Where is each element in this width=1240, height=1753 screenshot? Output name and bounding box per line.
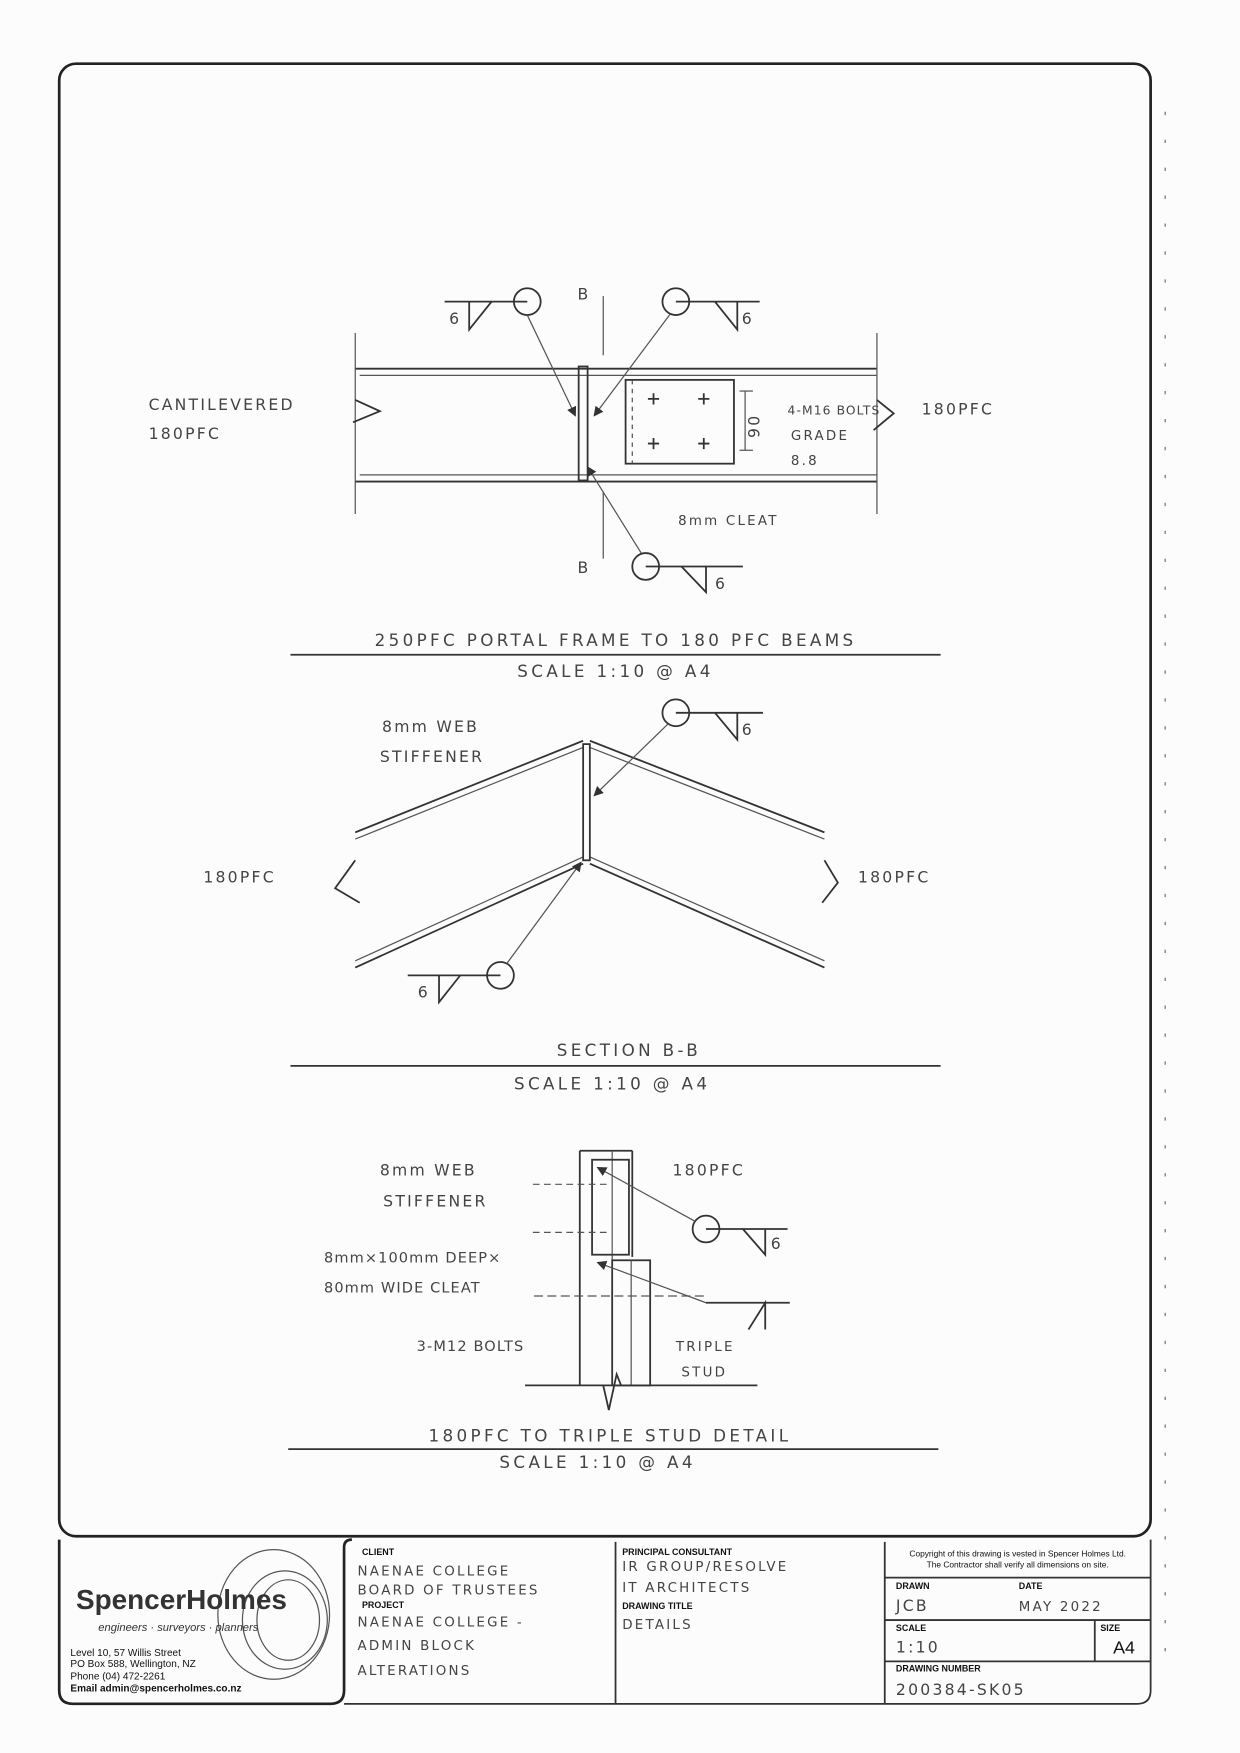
date-label: DATE	[1019, 1581, 1043, 1591]
label-cleat-size: 8mm×100mm DEEP×	[324, 1251, 501, 1267]
weld-size: 6	[449, 309, 461, 328]
detail-triple-stud: 6 8mm WEB STIFFENER 8mm×100mm DEEP× 80mm…	[288, 1149, 939, 1472]
break-line-icon	[602, 1371, 622, 1411]
weld-size: 6	[742, 309, 754, 328]
section-mark-top: B	[578, 284, 591, 303]
date-value: MAY 2022	[1019, 1600, 1103, 1615]
scale-label: SCALE	[896, 1623, 926, 1633]
label-180pfc-left: 180PFC	[149, 424, 222, 443]
break-line-icon	[333, 859, 361, 904]
size-label: SIZE	[1100, 1623, 1120, 1633]
section-mark-bottom: B	[578, 558, 591, 577]
client-label: CLIENT	[362, 1547, 395, 1557]
drawing-number: 200384-SK05	[896, 1680, 1026, 1699]
label-web-stiffener: 8mm WEB	[380, 1160, 477, 1179]
break-line-icon	[873, 399, 896, 431]
client-line: BOARD OF TRUSTEES	[357, 1583, 539, 1598]
break-line-icon	[352, 399, 383, 424]
label-bolts: 3-M12 BOLTS	[417, 1339, 525, 1355]
drawing-title-label: DRAWING TITLE	[622, 1601, 692, 1611]
address-line: Level 10, 57 Willis Street	[70, 1648, 181, 1659]
label-web-stiffener-2: STIFFENER	[383, 1192, 487, 1211]
label-180pfc: 180PFC	[673, 1160, 746, 1179]
weld-size: 6	[418, 983, 430, 1002]
logo-name: SpencerHolmes	[76, 1584, 287, 1615]
detail-portal-frame: 90 B B 6 6 6 CANTILEVERED 180PFC 180PFC …	[149, 284, 995, 681]
label-180pfc-right: 180PFC	[858, 868, 931, 887]
drawing-border	[57, 62, 1152, 1538]
detail-scale: SCALE 1:10 @ A4	[499, 1452, 695, 1472]
label-web-stiffener-2: STIFFENER	[380, 747, 484, 766]
label-180pfc-left: 180PFC	[203, 868, 276, 887]
size-value: A4	[1113, 1638, 1135, 1658]
client-line: NAENAE COLLEGE	[357, 1564, 510, 1579]
weld-size: 6	[771, 1234, 783, 1253]
copyright-line: The Contractor shall verify all dimensio…	[927, 1560, 1109, 1570]
detail-title: 180PFC TO TRIPLE STUD DETAIL	[428, 1425, 791, 1445]
consultant-line: IT ARCHITECTS	[622, 1581, 751, 1596]
detail-title: SECTION B-B	[557, 1040, 701, 1060]
company-logo: SpencerHolmes engineers · surveyors · pl…	[76, 1549, 331, 1680]
label-stud: STUD	[681, 1365, 727, 1380]
email: Email admin@spencerholmes.co.nz	[70, 1684, 241, 1695]
detail-section-bb: 6 6 8mm WEB STIFFENER 180PFC 180PFC SECT…	[203, 698, 941, 1093]
drawn-value: JCB	[895, 1596, 929, 1615]
label-cleat: 8mm CLEAT	[678, 514, 779, 529]
label-bolts: 4-M16 BOLTS	[788, 404, 881, 418]
copyright-line: Copyright of this drawing is vested in S…	[909, 1548, 1126, 1558]
logo-tagline: engineers · surveyors · planners	[98, 1622, 258, 1634]
label-grade: GRADE	[791, 429, 849, 444]
project-label: PROJECT	[362, 1600, 405, 1610]
detail-scale: SCALE 1:10 @ A4	[517, 661, 713, 681]
dimension-label: 90	[745, 414, 764, 438]
label-cantilevered: CANTILEVERED	[149, 395, 295, 414]
bolt-marks	[647, 393, 710, 450]
drawing-title: DETAILS	[622, 1618, 693, 1633]
phone: Phone (04) 472-2261	[70, 1671, 165, 1682]
label-triple: TRIPLE	[675, 1340, 735, 1355]
break-line-icon	[821, 859, 839, 904]
scale-value: 1:10	[896, 1637, 940, 1656]
drawing-number-label: DRAWING NUMBER	[896, 1663, 981, 1673]
label-web-stiffener: 8mm WEB	[382, 717, 479, 736]
project-line: ALTERATIONS	[357, 1664, 471, 1679]
project-line: ADMIN BLOCK	[357, 1639, 476, 1654]
project-line: NAENAE COLLEGE -	[357, 1616, 523, 1631]
label-180pfc-right: 180PFC	[922, 400, 995, 419]
weld-size: 6	[742, 720, 754, 739]
address-line: PO Box 588, Wellington, NZ	[70, 1659, 195, 1670]
consultant-line: IR GROUP/RESOLVE	[622, 1560, 788, 1575]
detail-title: 250PFC PORTAL FRAME TO 180 PFC BEAMS	[375, 630, 857, 650]
label-grade-value: 8.8	[791, 454, 819, 469]
consultant-label: PRINCIPAL CONSULTANT	[622, 1547, 732, 1557]
drawn-label: DRAWN	[896, 1581, 930, 1591]
weld-size: 6	[715, 574, 727, 593]
label-cleat-width: 80mm WIDE CLEAT	[324, 1281, 481, 1297]
detail-scale: SCALE 1:10 @ A4	[514, 1073, 710, 1093]
title-block: SpencerHolmes engineers · surveyors · pl…	[57, 1538, 1152, 1706]
